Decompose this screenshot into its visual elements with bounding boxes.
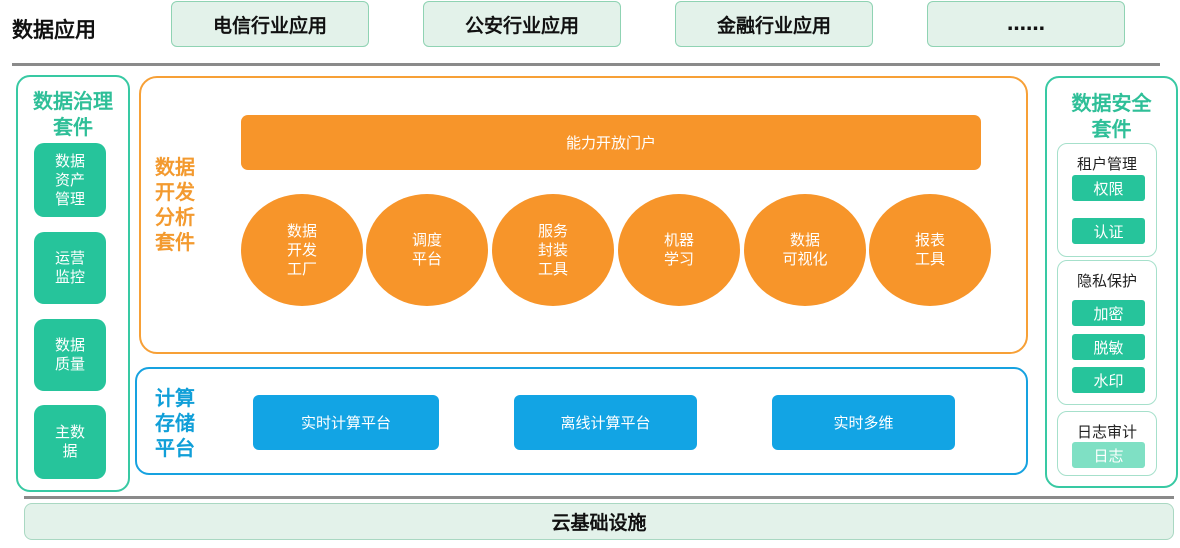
dev-analysis-panel	[139, 76, 1028, 354]
privacy-protection-group	[1057, 260, 1157, 405]
bottom-divider	[24, 496, 1174, 499]
compute-storage-panel	[135, 367, 1028, 475]
realtime-compute-button[interactable]: 实时计算平台	[253, 395, 439, 450]
permission-button[interactable]: 权限	[1072, 175, 1145, 201]
capability-portal-bar[interactable]: 能力开放门户	[241, 115, 981, 170]
cloud-infrastructure-bar: 云基础设施	[24, 503, 1174, 540]
governance-panel	[16, 75, 130, 492]
report-tool-circle[interactable]: 报表 工具	[869, 194, 991, 306]
master-data-button[interactable]: 主数 据	[34, 405, 106, 479]
compute-storage-title: 计算 存储 平台	[155, 386, 195, 460]
operation-monitoring-button[interactable]: 运营 监控	[34, 232, 106, 304]
realtime-multidim-button[interactable]: 实时多维	[772, 395, 955, 450]
data-dev-factory-circle[interactable]: 数据 开发 工厂	[241, 194, 363, 306]
log-button[interactable]: 日志	[1072, 442, 1145, 468]
telecom-app-box[interactable]: 电信行业应用	[171, 1, 369, 47]
police-app-box[interactable]: 公安行业应用	[423, 1, 621, 47]
service-packaging-tool-circle[interactable]: 服务 封装 工具	[492, 194, 614, 306]
authentication-button[interactable]: 认证	[1072, 218, 1145, 244]
tenant-management-group	[1057, 143, 1157, 257]
scheduling-platform-circle[interactable]: 调度 平台	[366, 194, 488, 306]
encryption-button[interactable]: 加密	[1072, 300, 1145, 326]
data-asset-management-button[interactable]: 数据 资产 管理	[34, 143, 106, 217]
dev-analysis-title: 数据 开发 分析 套件	[155, 155, 195, 254]
more-app-box[interactable]: ……	[927, 1, 1125, 47]
governance-title: 数据治理 套件	[33, 89, 113, 139]
privacy-protection-title: 隐私保护	[1076, 271, 1137, 290]
desensitization-button[interactable]: 脱敏	[1072, 334, 1145, 360]
data-quality-button[interactable]: 数据 质量	[34, 319, 106, 391]
top-divider	[12, 63, 1160, 66]
data-application-label: 数据应用	[12, 18, 96, 42]
tenant-management-title: 租户管理	[1076, 154, 1137, 173]
log-audit-group	[1057, 411, 1157, 476]
offline-compute-button[interactable]: 离线计算平台	[514, 395, 697, 450]
log-audit-title: 日志审计	[1076, 422, 1137, 441]
security-panel	[1045, 76, 1178, 488]
security-title: 数据安全 套件	[1071, 91, 1152, 141]
finance-app-box[interactable]: 金融行业应用	[675, 1, 873, 47]
machine-learning-circle[interactable]: 机器 学习	[618, 194, 740, 306]
data-visualization-circle[interactable]: 数据 可视化	[744, 194, 866, 306]
watermark-button[interactable]: 水印	[1072, 367, 1145, 393]
